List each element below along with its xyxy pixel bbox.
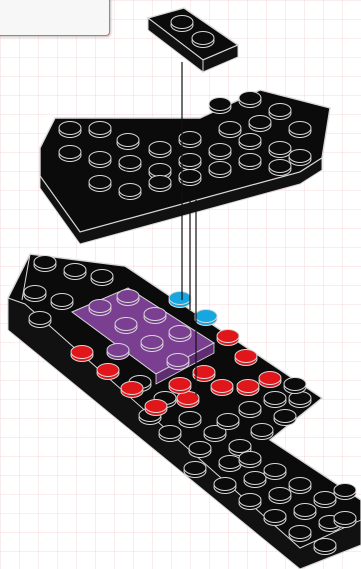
upper-plate-stud bbox=[239, 134, 261, 150]
upper-plate-stud bbox=[89, 122, 111, 138]
base-plate-stud bbox=[91, 270, 113, 286]
purple-stud bbox=[89, 300, 111, 316]
base-plate-stud bbox=[334, 512, 356, 528]
base-plate-stud bbox=[34, 256, 56, 272]
1x2-black-tile bbox=[148, 8, 238, 72]
base-plate-stud bbox=[334, 484, 356, 500]
base-plate-stud bbox=[239, 452, 261, 468]
red-stud bbox=[169, 378, 191, 394]
base-plate-stud bbox=[269, 488, 291, 504]
base-plate-stud bbox=[289, 526, 311, 542]
base-plate-stud bbox=[51, 294, 73, 310]
purple-stud bbox=[115, 318, 137, 334]
red-stud bbox=[121, 382, 143, 398]
base-plate-stud bbox=[64, 264, 86, 280]
upper-plate-stud bbox=[269, 142, 291, 158]
base-plate-stud bbox=[244, 472, 266, 488]
upper-plate-stud bbox=[269, 160, 291, 176]
tile-stud bbox=[171, 16, 193, 32]
base-plate-stud bbox=[24, 286, 46, 302]
purple-stud bbox=[107, 344, 129, 360]
base-plate-stud bbox=[274, 410, 296, 426]
upper-plate-stud bbox=[209, 162, 231, 178]
red-stud bbox=[237, 380, 259, 396]
black-plate-assembly bbox=[40, 90, 330, 244]
upper-plate-stud bbox=[117, 134, 139, 150]
upper-plate-stud bbox=[149, 176, 171, 192]
upper-plate-stud bbox=[239, 154, 261, 170]
base-plate-stud bbox=[289, 392, 311, 408]
upper-plate-stud bbox=[219, 122, 241, 138]
upper-plate-stud bbox=[89, 152, 111, 168]
base-plate-stud bbox=[289, 478, 311, 494]
upper-plate-stud bbox=[119, 184, 141, 200]
base-plate-stud bbox=[239, 494, 261, 510]
upper-plate-stud bbox=[149, 142, 171, 158]
upper-plate-stud bbox=[239, 92, 261, 108]
base-plate-stud bbox=[214, 478, 236, 494]
red-stud bbox=[145, 400, 167, 416]
base-plate-stud bbox=[314, 492, 336, 508]
purple-stud bbox=[167, 354, 189, 370]
red-stud bbox=[235, 350, 257, 366]
upper-plate-stud bbox=[249, 116, 271, 132]
upper-plate-stud bbox=[119, 156, 141, 172]
base-plate-stud bbox=[264, 392, 286, 408]
upper-plate-stud bbox=[59, 146, 81, 162]
blue-stud bbox=[169, 292, 191, 308]
purple-stud bbox=[144, 308, 166, 324]
base-plate-stud bbox=[184, 462, 206, 478]
purple-stud bbox=[141, 336, 163, 352]
red-stud bbox=[211, 380, 233, 396]
upper-plate-stud bbox=[89, 176, 111, 192]
base-plate-stud bbox=[29, 312, 51, 328]
upper-plate-stud bbox=[59, 122, 81, 138]
blue-stud bbox=[195, 310, 217, 326]
purple-stud bbox=[117, 290, 139, 306]
base-plate-stud bbox=[264, 464, 286, 480]
upper-plate-stud bbox=[209, 98, 231, 114]
red-stud bbox=[217, 330, 239, 346]
base-plate-stud bbox=[251, 424, 273, 440]
base-plate-stud bbox=[314, 539, 336, 555]
red-stud bbox=[71, 346, 93, 362]
base-plate-stud bbox=[219, 456, 241, 472]
base-plate-stud bbox=[239, 402, 261, 418]
base-plate-stud bbox=[159, 426, 181, 442]
upper-plate-stud bbox=[289, 122, 311, 138]
purple-stud bbox=[169, 326, 191, 342]
base-plate-stud bbox=[284, 378, 306, 394]
base-plate-stud bbox=[217, 414, 239, 430]
base-plate-stud bbox=[179, 412, 201, 428]
upper-plate-stud bbox=[269, 104, 291, 120]
tile-stud bbox=[192, 32, 214, 48]
upper-plate-stud bbox=[209, 144, 231, 160]
red-stud bbox=[97, 364, 119, 380]
base-plate-stud bbox=[189, 442, 211, 458]
red-stud bbox=[259, 372, 281, 388]
base-plate-stud bbox=[294, 504, 316, 520]
upper-plate-stud bbox=[289, 150, 311, 166]
base-plate-stud bbox=[264, 510, 286, 526]
